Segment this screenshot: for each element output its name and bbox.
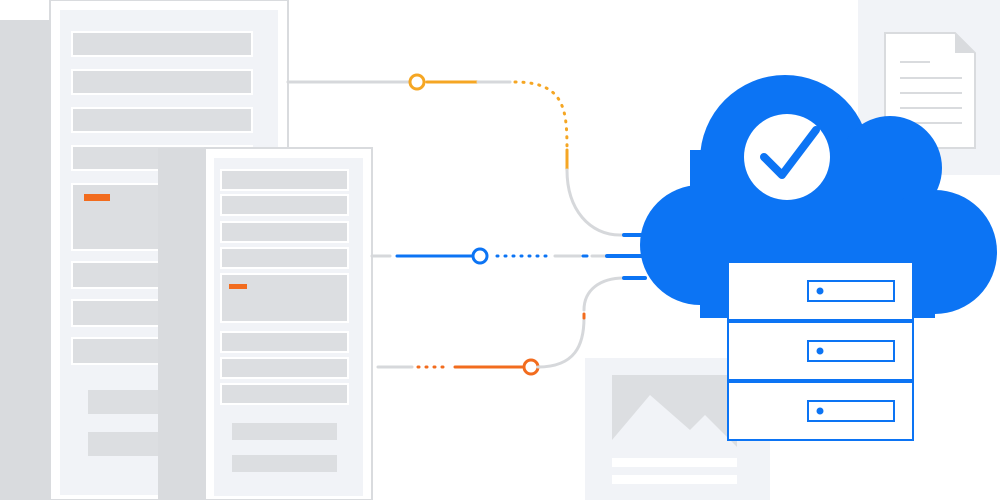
form-field [232,455,337,472]
form-field [71,107,253,133]
server-led-icon [816,347,824,355]
form-field [71,31,253,57]
large-form-marker [84,194,110,201]
checkmark-icon [744,114,830,200]
image-file-icon [585,358,770,500]
form-textarea [220,273,349,323]
server-drive-slot [807,280,895,302]
server-drive-slot [807,400,895,422]
connector-blue [370,247,647,265]
connector-yellow [286,73,647,237]
server-rack-icon [727,261,914,441]
form-field [220,247,349,269]
form-field [220,383,349,405]
server-led-icon [816,407,824,415]
form-field [220,169,349,191]
server-drive-slot [807,340,895,362]
form-field [220,357,349,379]
form-field [232,423,337,440]
server-led-icon [816,287,824,295]
form-field [220,331,349,353]
form-field [220,194,349,216]
small-form-marker [229,284,247,289]
connector-orange [376,276,647,376]
form-field [220,221,349,243]
small-form-document-icon [158,147,373,500]
form-field [71,69,253,95]
